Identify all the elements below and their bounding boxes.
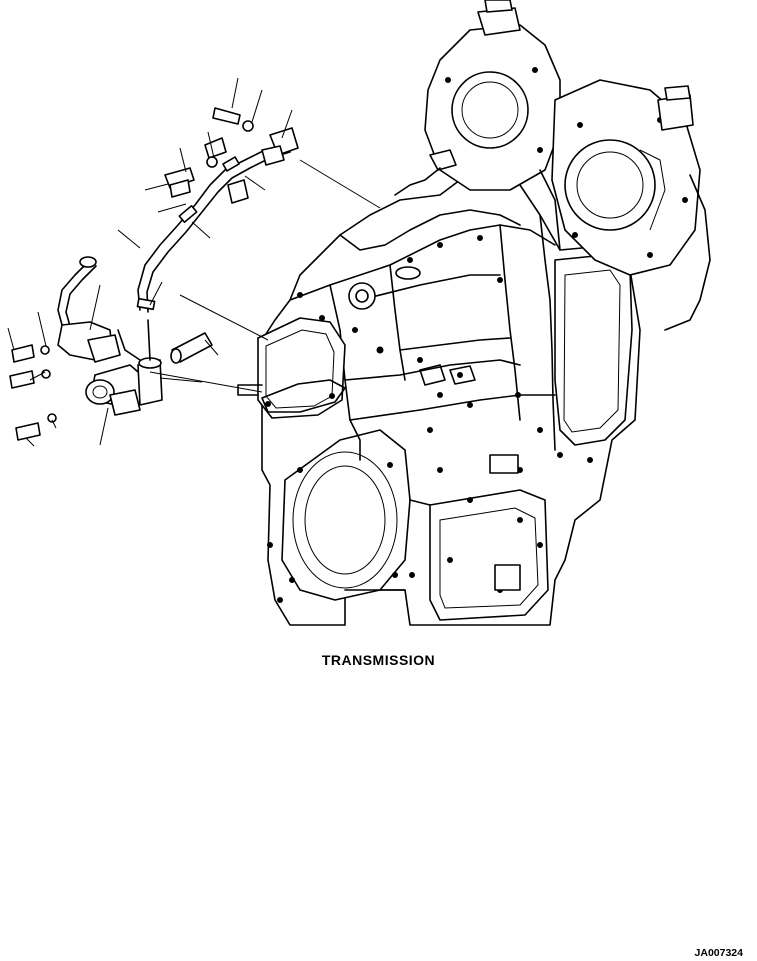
converter-housings xyxy=(394,0,711,331)
housing-bolts xyxy=(267,235,593,603)
diagram-caption: TRANSMISSION xyxy=(321,652,436,668)
reference-code: JA007324 xyxy=(694,947,743,959)
wiring-harness xyxy=(9,107,299,441)
callout-leaders xyxy=(7,77,381,447)
mounting-bolts xyxy=(9,344,57,441)
transmission-housing xyxy=(237,174,641,626)
